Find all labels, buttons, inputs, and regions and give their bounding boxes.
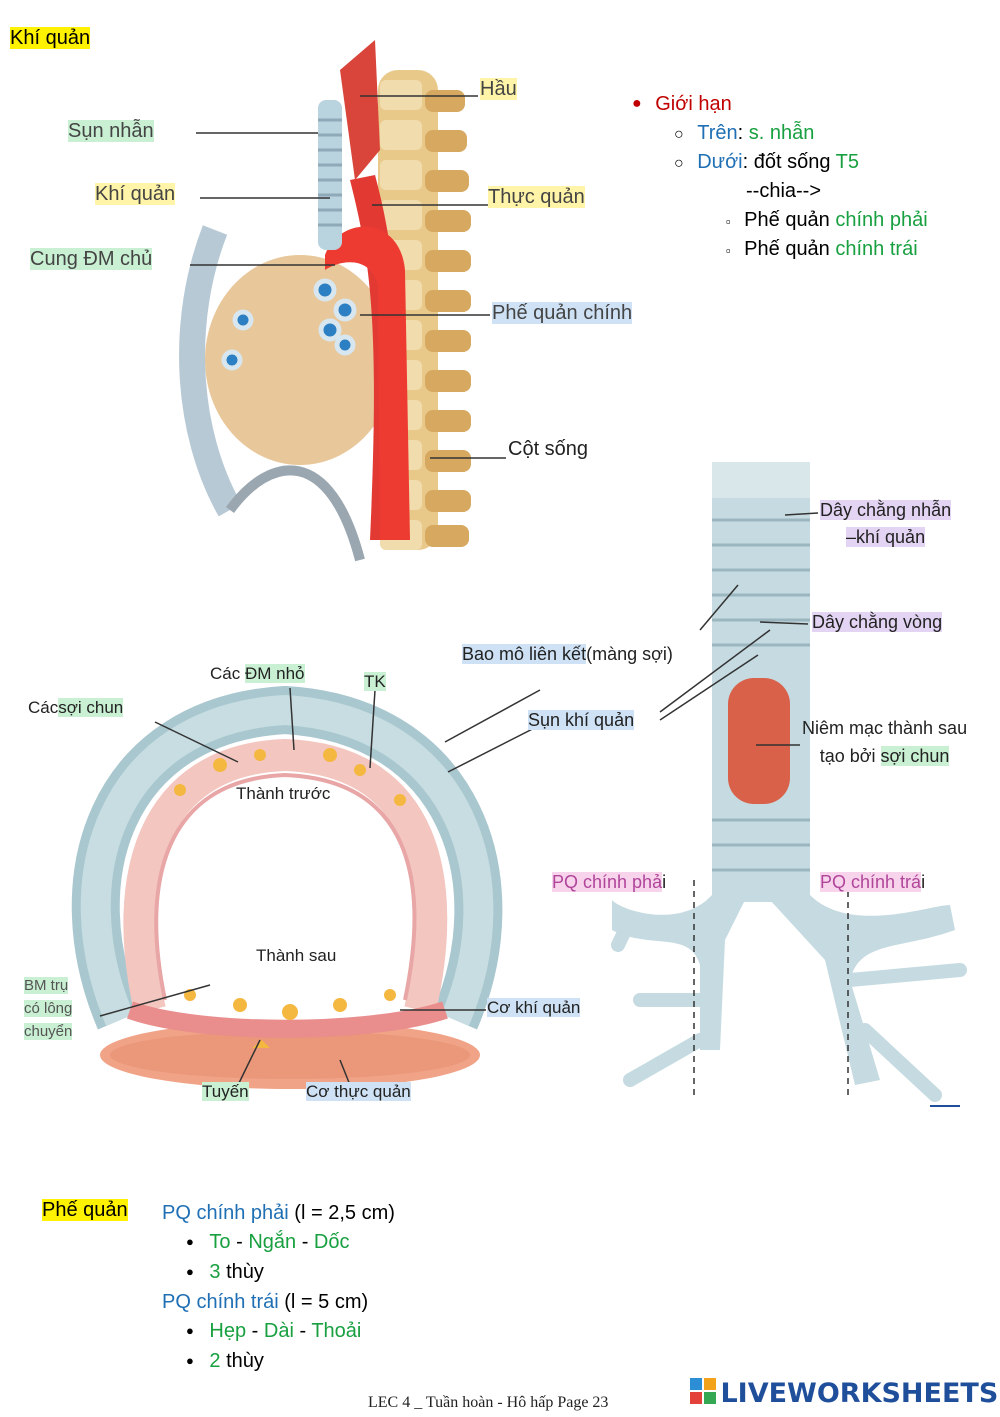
label-phe-quan-chinh: Phế quản chính (492, 302, 633, 324)
label-pq-chinh-trai: PQ chính trái (820, 872, 926, 892)
label-co-thuc-quan: Cơ thực quản (306, 1082, 411, 1101)
liveworksheets-logo-icon (690, 1377, 716, 1404)
label-cac-dm-nho: Các ĐM nhỏ (210, 664, 305, 683)
pq-trai-heading: PQ chính trái (l = 5 cm) (162, 1291, 369, 1313)
outline-phe-quan: PQ chính phải (l = 2,5 cm) ● To - Ngắn -… (162, 1199, 482, 1377)
pharynx-drawing (340, 40, 380, 180)
text-chia: --chia--> (746, 180, 822, 202)
pq-trai-item-2: ● 2 thùy (186, 1350, 264, 1372)
label-hau: Hầu (480, 78, 517, 100)
label-day-chang-nhan: Dây chằng nhẫn –khí quản (820, 500, 952, 547)
label-co-khi-quan: Cơ khí quản (487, 998, 581, 1017)
pq-phai-item-1: ● To - Ngắn - Dốc (186, 1231, 350, 1253)
bullet-tren: ○ Trên: s. nhẫn (674, 122, 815, 144)
bullet-gioi-han: ● Giới hạn (632, 93, 732, 115)
liveworksheets-logo: LIVEWORKSHEETS (690, 1377, 999, 1410)
label-thanh-truoc: Thành trước (236, 784, 331, 803)
label-bao-mo-lien-ket: Bao mô liên kết(màng sợi) (462, 644, 673, 664)
aorta-drawing (325, 226, 410, 540)
outline-gioi-han: ● Giới hạn ○ Trên: s. nhẫn ○ Dưới: đốt s… (632, 90, 992, 270)
pq-trai-item-1: ● Hẹp - Dài - Thoải (186, 1320, 362, 1342)
label-cac-soi-chun: Cácsợi chun (28, 698, 124, 717)
label-cot-song: Cột sống (508, 438, 589, 460)
label-tk: TK (364, 672, 386, 691)
bullet-duoi: ○ Dưới: đốt sống T5 (674, 151, 860, 173)
section-title-phe-quan-text: Phế quản (42, 1199, 128, 1221)
section-title-text: Khí quản (10, 27, 91, 49)
section-title-phe-quan: Phế quản (42, 1199, 128, 1222)
label-pq-chinh-phai: PQ chính phải (552, 872, 667, 892)
label-niem-mac: Niêm mạc thành sau tạo bởi sợi chun (802, 718, 968, 766)
label-tuyen: Tuyến (202, 1082, 249, 1101)
label-cung-dm-chu: Cung ĐM chủ (30, 248, 153, 270)
pq-phai-heading: PQ chính phải (l = 2,5 cm) (162, 1202, 395, 1224)
bullet-pq-phai: ▫ Phế quản chính phải (726, 209, 928, 231)
bullet-pq-trai: ▫ Phế quản chính trái (726, 238, 918, 260)
label-sun-khi-quan: Sụn khí quản (528, 710, 635, 730)
label-sun-nhan: Sụn nhẫn (68, 120, 154, 142)
pq-phai-item-2: ● 3 thùy (186, 1261, 264, 1283)
posterior-membrane-drawing (728, 678, 790, 804)
label-bm-tru: BM trụ có lông chuyển (24, 977, 73, 1040)
page-footer: LEC 4 _ Tuần hoàn - Hô hấp Page 23 (368, 1394, 609, 1411)
label-thuc-quan: Thực quản (488, 186, 585, 208)
label-khi-quan: Khí quản (95, 183, 176, 205)
label-day-chang-vong: Dây chằng vòng (812, 612, 943, 632)
label-thanh-sau: Thành sau (256, 946, 337, 965)
trachea-drawing (318, 100, 342, 250)
liveworksheets-logo-text: LIVEWORKSHEETS (720, 1378, 999, 1409)
section-title-khi-quan: Khí quản (10, 27, 91, 50)
